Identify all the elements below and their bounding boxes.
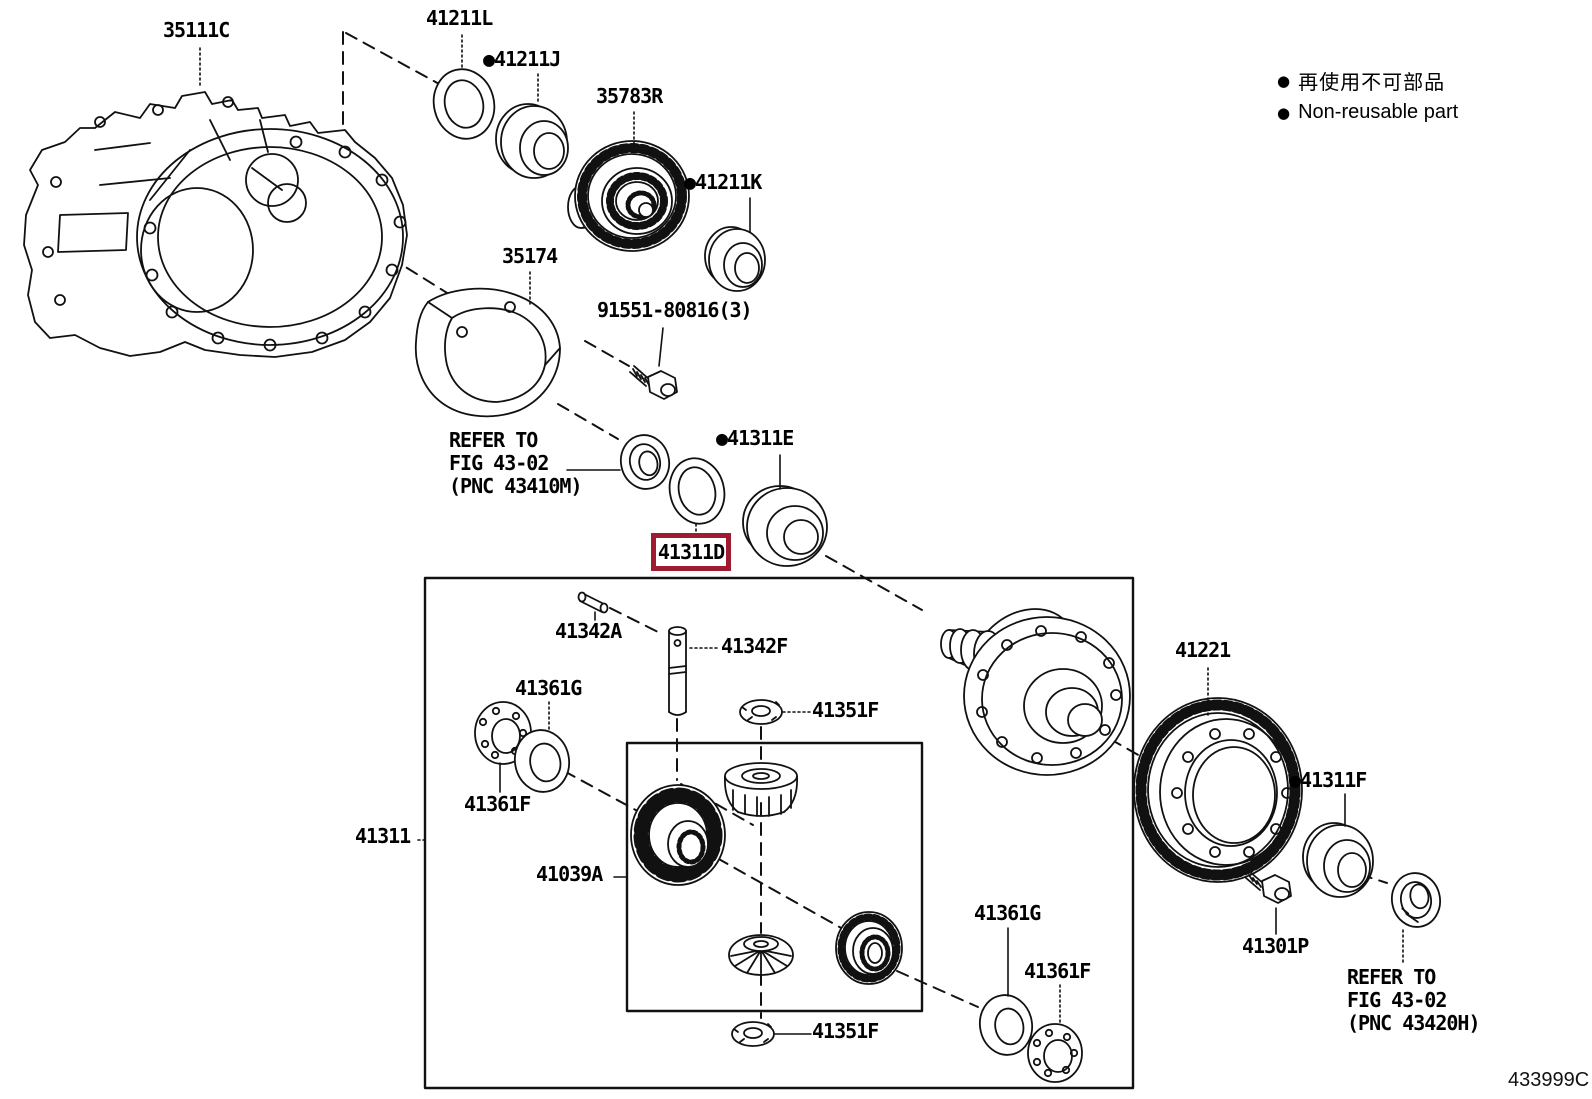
bolt-41301p-drawing (1245, 871, 1292, 904)
pinion-gear-bottom-drawing (728, 934, 794, 976)
bearing-41211j-drawing (495, 103, 569, 179)
part-label-41351f-top[interactable]: 41351F (812, 698, 879, 722)
part-label-41211l[interactable]: 41211L (426, 6, 493, 30)
bearing-41311f-drawing (1302, 822, 1374, 898)
part-label-41311[interactable]: 41311 (355, 824, 411, 848)
refer-note-line: (PNC 43410M) (449, 474, 582, 498)
washer-41351f-bottom-drawing (731, 1021, 775, 1047)
washer-41361g-bottom-drawing (978, 994, 1034, 1056)
part-label-41361g-top[interactable]: 41361G (515, 676, 582, 700)
refer-note-line: REFER TO (1347, 965, 1436, 989)
shroud-35174-drawing (414, 287, 561, 418)
part-label-41301p[interactable]: 41301P (1242, 934, 1309, 958)
part-label-41211j[interactable]: ●41211J (483, 47, 561, 71)
part-label-41361f-bottom[interactable]: 41361F (1024, 959, 1091, 983)
bearing-41211k-drawing (704, 226, 766, 292)
diff-assembly-box-41311 (423, 576, 1135, 1090)
seal-43420h-drawing (1391, 872, 1441, 928)
refer-note-43410m: REFER TO FIG 43-02 (PNC 43410M) (449, 429, 582, 498)
part-label-41221[interactable]: 41221 (1175, 638, 1231, 662)
gear-35783r-drawing (567, 140, 690, 252)
refer-note-line: FIG 43-02 (449, 451, 549, 475)
leader-lines-dotted (199, 34, 1404, 1024)
ring-41311d-drawing (668, 457, 726, 525)
transaxle-case-drawing (23, 91, 408, 358)
refer-note-line: FIG 43-02 (1347, 988, 1447, 1012)
washer-41351f-top-drawing (739, 699, 783, 725)
refer-note-line: (PNC 43420H) (1347, 1011, 1480, 1035)
part-label-41311e[interactable]: ●41311E (716, 426, 794, 450)
seal-41211l-drawing (432, 68, 496, 140)
legend-label-jp: 再使用不可部品 (1298, 70, 1446, 94)
part-label-41311d-highlighted[interactable]: 41311D (651, 533, 731, 571)
part-label-41361f-top[interactable]: 41361F (464, 792, 531, 816)
legend-row-en: ● Non-reusable part (1277, 101, 1458, 124)
washer-41361f-top-drawing (474, 701, 532, 765)
bearing-41311e-drawing (742, 485, 828, 567)
ring-gear-41221-drawing (1133, 697, 1303, 883)
figure-code: 433999C (1508, 1069, 1590, 1091)
part-label-35111c[interactable]: 35111C (163, 18, 230, 42)
refer-note-43420h: REFER TO FIG 43-02 (PNC 43420H) (1347, 966, 1480, 1035)
pinion-gear-left-drawing (630, 784, 726, 886)
differential-case-drawing (940, 608, 1131, 776)
spider-kit-box-41039a (625, 741, 924, 1013)
part-label-41039a[interactable]: 41039A (536, 862, 603, 886)
part-label-41342f[interactable]: 41342F (721, 634, 788, 658)
legend-label-en: Non-reusable part (1298, 101, 1459, 123)
part-label-41211k[interactable]: ●41211K (684, 170, 762, 194)
non-reusable-bullet-icon: ● (1277, 71, 1291, 90)
side-gear-top-drawing (724, 762, 798, 817)
part-label-91551-80816[interactable]: 91551-80816(3) (597, 298, 753, 322)
non-reusable-bullet-icon: ● (1277, 103, 1291, 122)
part-label-35783r[interactable]: 35783R (596, 84, 663, 108)
seal-43410m-drawing (619, 434, 671, 490)
bolt-91551-drawing (629, 365, 678, 400)
legend-row-jp: ● 再使用不可部品 (1277, 66, 1458, 95)
washer-41361f-bottom-drawing (1027, 1023, 1083, 1083)
washer-41361g-top-drawing (513, 729, 571, 793)
part-label-41361g-bottom[interactable]: 41361G (974, 901, 1041, 925)
pin-41342a-drawing (577, 591, 609, 614)
part-label-35174[interactable]: 35174 (502, 244, 558, 268)
legend: ● 再使用不可部品 ● Non-reusable part (1277, 66, 1458, 130)
shaft-41342f-drawing (668, 626, 687, 716)
leader-lines-solid (499, 197, 1346, 1035)
side-gear-right-drawing (835, 911, 903, 985)
refer-note-line: REFER TO (449, 428, 538, 452)
part-label-41342a[interactable]: 41342A (555, 619, 622, 643)
part-label-41311f[interactable]: ●41311F (1289, 768, 1367, 792)
part-label-41351f-bottom[interactable]: 41351F (812, 1019, 879, 1043)
